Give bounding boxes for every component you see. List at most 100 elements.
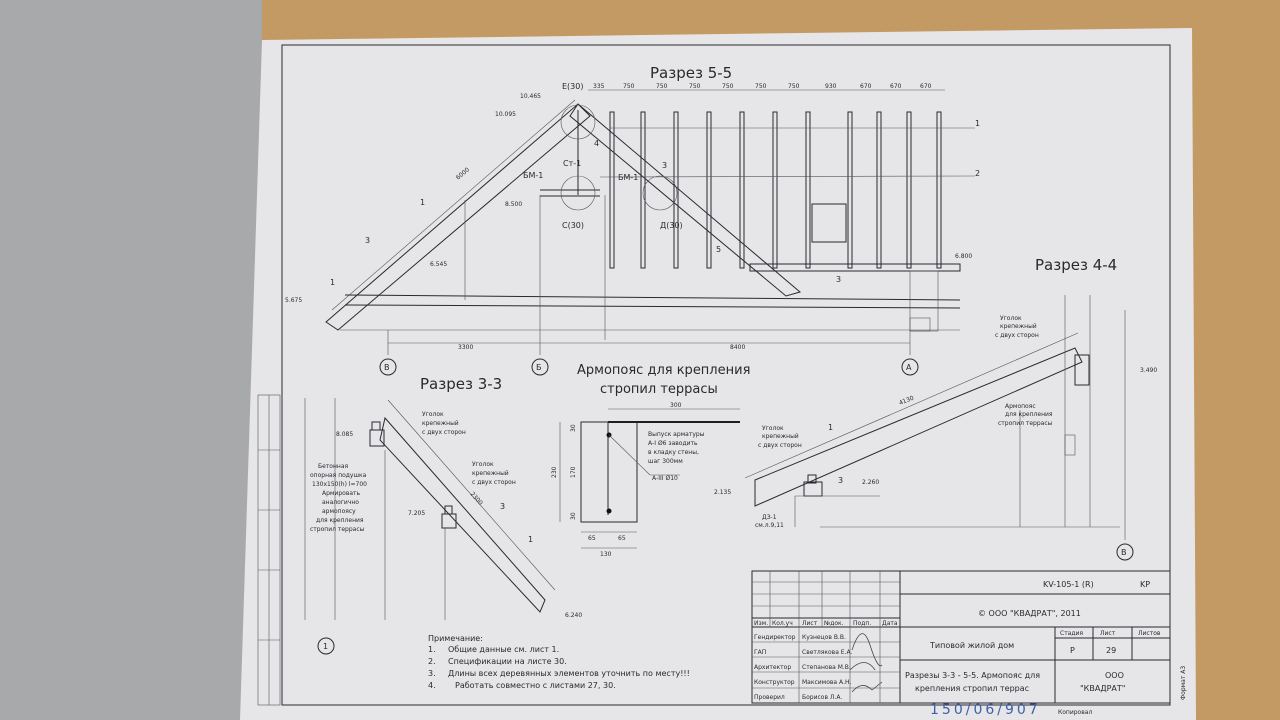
belt-detail-labels: 300 Выпуск арматуры А-I Ø6 заводить в кл… [551, 402, 705, 558]
drawing-label: 670 [860, 83, 872, 90]
drawing-label: Спецификации на листе 30. [448, 657, 567, 666]
drawing-label: опорная подушка [310, 472, 367, 479]
drawing-label: 750 [788, 83, 800, 90]
drawing-label: 1 [528, 535, 533, 544]
drawing-label: Общие данные см. лист 1. [448, 645, 559, 654]
stamp-number: 150/06/907 [930, 702, 1041, 718]
drawing-label: В [1121, 548, 1127, 557]
drawing-label: 3300 [458, 344, 473, 351]
drawing-label: 1 [330, 278, 335, 287]
drawing-label: стропил террасы [998, 420, 1053, 427]
drawing-label: Изм. [754, 620, 768, 627]
drawing-label: 750 [755, 83, 767, 90]
drawing-label: 6.800 [955, 253, 972, 260]
drawing-label: стропил террасы [310, 526, 365, 533]
drawing-label: крепления стропил террас [915, 684, 1029, 693]
drawing-label: 2. [428, 657, 436, 666]
drawing-label: БМ-1 [523, 171, 543, 180]
drawing-frame [281, 44, 1171, 706]
drawing-label: 4. [428, 681, 436, 690]
drawing-label: А [906, 363, 912, 372]
drawing-label: Лист [802, 620, 818, 627]
drawing-label: 8.085 [336, 431, 353, 438]
drawing-label: 300 [670, 402, 682, 409]
side-strip-dividers [258, 395, 280, 705]
drawing-label: Длины всех деревянных элементов уточнить… [448, 669, 690, 678]
drawing-label: с двух сторон [422, 429, 466, 436]
drawing-label: Уголок [762, 425, 784, 432]
drawing-label: Е(30) [562, 82, 583, 91]
drawing-label: 750 [656, 83, 668, 90]
drawing-label: А-III Ø10 [652, 475, 678, 482]
drawing-label: 3 [662, 161, 667, 170]
drawing-label: Б [536, 363, 542, 372]
drawing-label: крепежный [1000, 323, 1037, 330]
drawing-label: Работать совместно с листами 27, 30. [455, 681, 616, 690]
binder-cover [0, 0, 262, 720]
drawing-label: крепежный [472, 470, 509, 477]
drawing-label: с двух сторон [758, 442, 802, 449]
section-5-5-elevations: 10.465 10.095 8.500 6.545 5.675 6.800 [285, 93, 972, 304]
drawing-label: 930 [825, 83, 837, 90]
drawing-label: 29 [1106, 646, 1116, 655]
drawing-label: Борисов Л.А. [802, 694, 842, 701]
drawing-label: 670 [890, 83, 902, 90]
drawing-label: 750 [623, 83, 635, 90]
section-5-5-structure [325, 89, 976, 355]
drawing-label: 130 [600, 551, 612, 558]
drawing-label: Бетонная [318, 463, 348, 470]
drawing-label: Д(30) [660, 221, 683, 230]
drawing-label: 3 [836, 275, 841, 284]
drawing-label: 335 [593, 83, 605, 90]
drawing-label: Армировать [322, 490, 361, 497]
drawing-label: 670 [920, 83, 932, 90]
drawing-label: в кладку стены, [648, 449, 699, 456]
drawing-label: 170 [570, 466, 577, 478]
drawing-label: аналогично [322, 499, 359, 506]
drawing-label: 5.675 [285, 297, 302, 304]
drawing-label: 1 [828, 423, 833, 432]
drawing-label: 2 [975, 169, 980, 178]
drawing-label: 10.095 [495, 111, 516, 118]
drawing-label: Светлякова Е.А. [802, 649, 853, 656]
drawing-label: Типовой жилой дом [929, 641, 1014, 650]
drawing-label: 30 [570, 424, 577, 432]
drawing-label: шаг 300мм [648, 458, 683, 465]
drawing-label: Максимова А.Н. [802, 679, 852, 686]
drawing-label: ООО [1105, 671, 1124, 680]
drawing-label: 5 [716, 245, 721, 254]
drawing-label: Дата [882, 620, 898, 627]
drawing-label: 3 [838, 476, 843, 485]
title-block-text: KV-105-1 (R) KP © ООО "КВАДРАТ", 2011 Из… [754, 580, 1187, 718]
drawing-label: Уголок [1000, 315, 1022, 322]
drawing-label: 2.260 [862, 479, 879, 486]
drawing-label: Уголок [472, 461, 494, 468]
drawing-label: Р [1070, 646, 1075, 655]
drawing-label: 1 [420, 198, 425, 207]
drawing-label: Уголок [422, 411, 444, 418]
belt-detail-title: Армопояс для крепления [577, 363, 750, 378]
drawing-label: Степанова М.В. [802, 664, 851, 671]
section-4-4-title: Разрез 4-4 [1035, 256, 1117, 274]
drawing-label: 230 [551, 466, 558, 478]
drawing-label: 30 [570, 512, 577, 520]
drawing-label: Архитектор [754, 664, 791, 671]
drawing-label: 10.465 [520, 93, 541, 100]
drawing-label: БМ-1 [618, 173, 638, 182]
drawing-label: ГАП [754, 649, 766, 656]
drawing-label: Проверил [754, 694, 785, 701]
drawing-label: Конструктор [754, 679, 795, 686]
signatures [849, 633, 883, 693]
drawing-label: Лист [1100, 630, 1116, 637]
drawing-label: KV-105-1 (R) [1043, 580, 1094, 589]
drawing-label: с двух сторон [995, 332, 1039, 339]
belt-detail-subtitle: стропил террасы [600, 382, 718, 397]
drawing-label: А-I Ø6 заводить [648, 440, 698, 447]
drawing-label: Копировал [1058, 709, 1092, 716]
title-block [751, 570, 1171, 704]
drawing-label: Ст-1 [563, 159, 581, 168]
drawing-label: 65 [588, 535, 596, 542]
drawing-label: 1 [975, 119, 980, 128]
drawing-label: 6.240 [565, 612, 582, 619]
